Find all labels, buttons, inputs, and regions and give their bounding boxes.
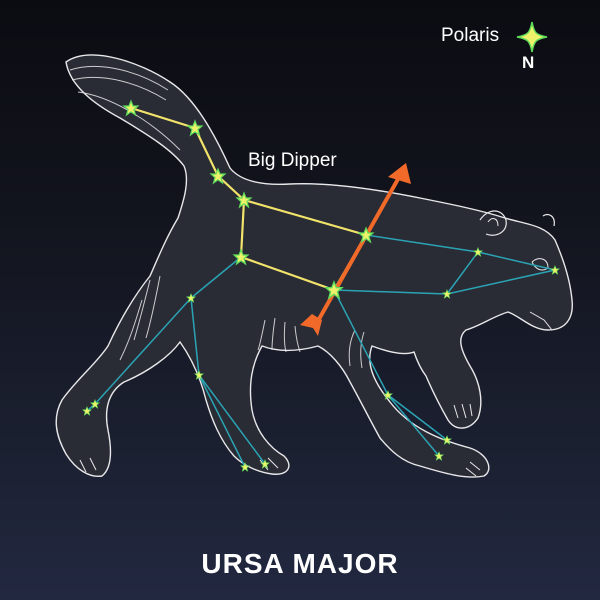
big-dipper-stars <box>122 99 375 300</box>
arrow-icon <box>300 163 411 336</box>
star-icon <box>473 246 483 257</box>
star-icon <box>550 264 560 275</box>
star-icon <box>357 226 375 244</box>
star-icon <box>82 405 92 416</box>
star-icon <box>232 248 250 266</box>
star-icon <box>209 167 227 185</box>
star-icon <box>383 389 393 400</box>
constellation-stars <box>82 246 560 472</box>
star-icon <box>90 398 100 409</box>
star-icon <box>442 288 452 299</box>
big-dipper-label: Big Dipper <box>248 150 337 171</box>
star-icon <box>434 450 444 461</box>
north-label: N <box>522 53 535 72</box>
star-icon <box>324 280 344 300</box>
star-icon <box>186 119 204 137</box>
bear-silhouette <box>55 54 573 478</box>
star-icon <box>186 292 196 303</box>
constellation-lines <box>86 234 556 468</box>
star-icon <box>240 461 250 472</box>
star-icon <box>442 434 452 445</box>
constellation-title: URSA MAJOR <box>201 548 399 579</box>
four-point-star-icon <box>516 21 548 53</box>
star-icon <box>235 191 253 209</box>
polaris-label: Polaris <box>441 25 500 46</box>
star-icon <box>260 458 270 469</box>
big-dipper-lines <box>130 106 368 292</box>
star-icon <box>122 99 140 117</box>
star-icon <box>194 369 204 380</box>
